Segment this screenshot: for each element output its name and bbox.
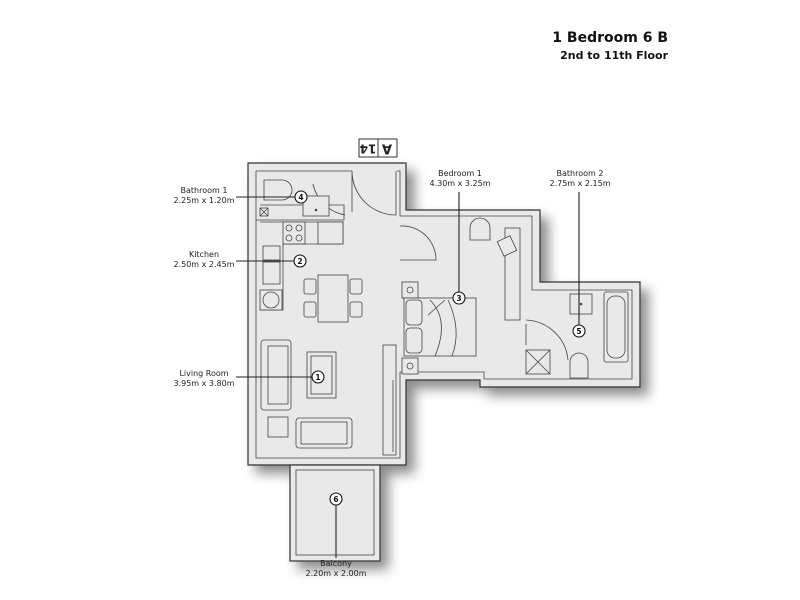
room-size: 2.50m x 2.45m bbox=[173, 260, 234, 269]
bathroom-2-fixtures bbox=[525, 291, 629, 379]
bedroom-furniture bbox=[399, 217, 521, 375]
unit-tag-letter: A bbox=[382, 141, 392, 156]
room-size: 2.75m x 2.15m bbox=[549, 179, 610, 188]
room-label-living-room: Living Room 3.95m x 3.80m 1 bbox=[173, 369, 325, 388]
room-name: Bathroom 2 bbox=[557, 169, 604, 178]
plan-title: 1 Bedroom 6 B bbox=[552, 30, 668, 46]
room-number: 3 bbox=[456, 294, 461, 303]
room-label-balcony: 6 Balcony 2.20m x 2.00m bbox=[305, 492, 367, 578]
room-number: 1 bbox=[315, 373, 320, 382]
plan-subtitle: 2nd to 11th Floor bbox=[560, 49, 668, 62]
unit-tag-number: 14 bbox=[360, 142, 377, 156]
room-number: 2 bbox=[297, 257, 302, 266]
room-name: Bedroom 1 bbox=[438, 169, 482, 178]
room-name: Kitchen bbox=[189, 250, 219, 259]
room-number: 5 bbox=[576, 327, 581, 336]
room-name: Living Room bbox=[179, 369, 228, 378]
room-number: 6 bbox=[333, 495, 338, 504]
kitchen-fixtures bbox=[259, 221, 344, 311]
balcony-outline bbox=[289, 464, 381, 562]
room-label-bedroom-1: Bedroom 1 4.30m x 3.25m 3 bbox=[429, 169, 491, 305]
unit-tag: A 14 bbox=[358, 138, 398, 158]
dining-table bbox=[303, 274, 363, 323]
room-size: 2.20m x 2.00m bbox=[305, 569, 366, 578]
room-name: Bathroom 1 bbox=[181, 186, 228, 195]
room-label-bathroom-1: Bathroom 1 2.25m x 1.20m 4 bbox=[173, 186, 308, 205]
room-label-kitchen: Kitchen 2.50m x 2.45m 2 bbox=[173, 250, 307, 269]
room-size: 4.30m x 3.25m bbox=[429, 179, 490, 188]
bathroom-1-fixtures bbox=[256, 179, 345, 221]
living-room-furniture bbox=[260, 339, 397, 456]
room-label-bathroom-2: Bathroom 2 2.75m x 2.15m 5 bbox=[549, 169, 611, 338]
room-size: 3.95m x 3.80m bbox=[173, 379, 234, 388]
plan-title-block: 1 Bedroom 6 B 2nd to 11th Floor bbox=[552, 30, 668, 62]
room-number: 4 bbox=[298, 193, 303, 202]
room-name: Balcony bbox=[320, 559, 352, 568]
room-size: 2.25m x 1.20m bbox=[173, 196, 234, 205]
